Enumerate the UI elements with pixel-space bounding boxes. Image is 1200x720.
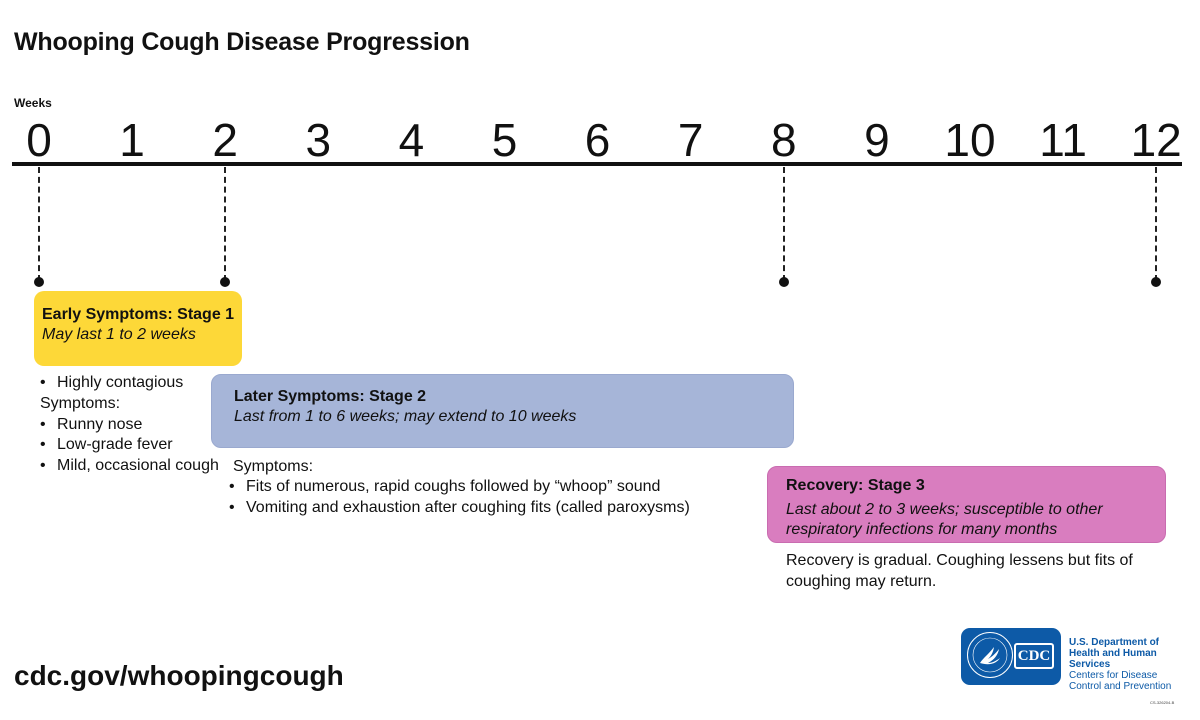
stage2-subtitle: Last from 1 to 6 weeks; may extend to 10… [234, 408, 577, 425]
stage1-symptom: Mild, occasional cough [40, 455, 219, 476]
week-tick-label: 7 [677, 114, 704, 166]
week-marker-line [38, 167, 40, 281]
week-tick-label: 11 [1039, 114, 1087, 166]
stage2-symptoms-label: Symptoms: [233, 458, 314, 475]
week-marker-dot [778, 277, 789, 287]
stage3-title: Recovery: Stage 3 [786, 477, 925, 494]
timeline-axis-line [12, 162, 1182, 166]
week-tick-label: 4 [398, 114, 425, 166]
cdc-logo-text: CDC [1017, 648, 1051, 664]
stage2-symptom: Fits of numerous, rapid coughs followed … [229, 476, 660, 497]
website-url: cdc.gov/whoopingcough [14, 660, 344, 691]
stage1-title: Early Symptoms: Stage 1 [42, 306, 235, 323]
stage1-subtitle: May last 1 to 2 weeks [42, 326, 196, 343]
stage3-note-line1: Recovery is gradual. Coughing lessens bu… [786, 552, 1133, 569]
week-marker-line [782, 167, 785, 281]
stage2-box: Later Symptoms: Stage 2 Last from 1 to 6… [211, 374, 794, 448]
hhs-eagle-seal-icon [967, 632, 1013, 678]
stage3-note-line2: coughing may return. [786, 573, 937, 590]
week-marker-dot [34, 277, 44, 287]
week-tick-label: 1 [119, 114, 145, 166]
stage1-symptom: Runny nose [40, 414, 142, 435]
dept-line3: Centers for Disease [1069, 670, 1158, 681]
stage1-box: Early Symptoms: Stage 1 May last 1 to 2 … [34, 291, 242, 366]
week-tick-label: 8 [771, 114, 797, 166]
document-code: CS-326204-B [1150, 700, 1175, 705]
dept-line2: Health and Human Services [1069, 648, 1157, 670]
axis-label: Weeks [14, 96, 52, 110]
week-tick-label: 10 [944, 114, 996, 166]
week-tick-label: 9 [864, 114, 890, 166]
week-tick-label: 5 [491, 114, 518, 166]
stage3-subtitle-line2: respiratory infections for many months [786, 521, 1058, 538]
week-marker-dot [1151, 277, 1162, 287]
department-name: U.S. Department of Health and Human Serv… [1069, 637, 1200, 692]
cdc-logo-icon: CDC [1014, 643, 1054, 669]
stage1-symptoms-label: Symptoms: [40, 395, 121, 412]
week-tick-label: 12 [1130, 114, 1182, 166]
week-marker-dot [220, 277, 231, 287]
dept-line1: U.S. Department of [1069, 637, 1160, 648]
week-marker-line [1155, 167, 1158, 281]
stage3-box: Recovery: Stage 3 Last about 2 to 3 week… [767, 466, 1166, 543]
week-tick-label: 3 [305, 114, 332, 166]
week-tick-label: 2 [212, 114, 238, 166]
stage1-symptom: Low-grade fever [40, 434, 173, 455]
stage2-title: Later Symptoms: Stage 2 [234, 388, 427, 405]
week-tick-label: 6 [584, 114, 611, 166]
stage2-symptom: Vomiting and exhaustion after coughing f… [229, 497, 690, 518]
week-marker-line [224, 167, 227, 281]
page-title: Whooping Cough Disease Progression [14, 28, 470, 56]
stage3-subtitle-line1: Last about 2 to 3 weeks; susceptible to … [786, 501, 1103, 518]
stage1-contagious: Highly contagious [40, 372, 183, 393]
week-tick-label: 0 [26, 114, 52, 166]
dept-line4: Control and Prevention [1069, 681, 1172, 692]
